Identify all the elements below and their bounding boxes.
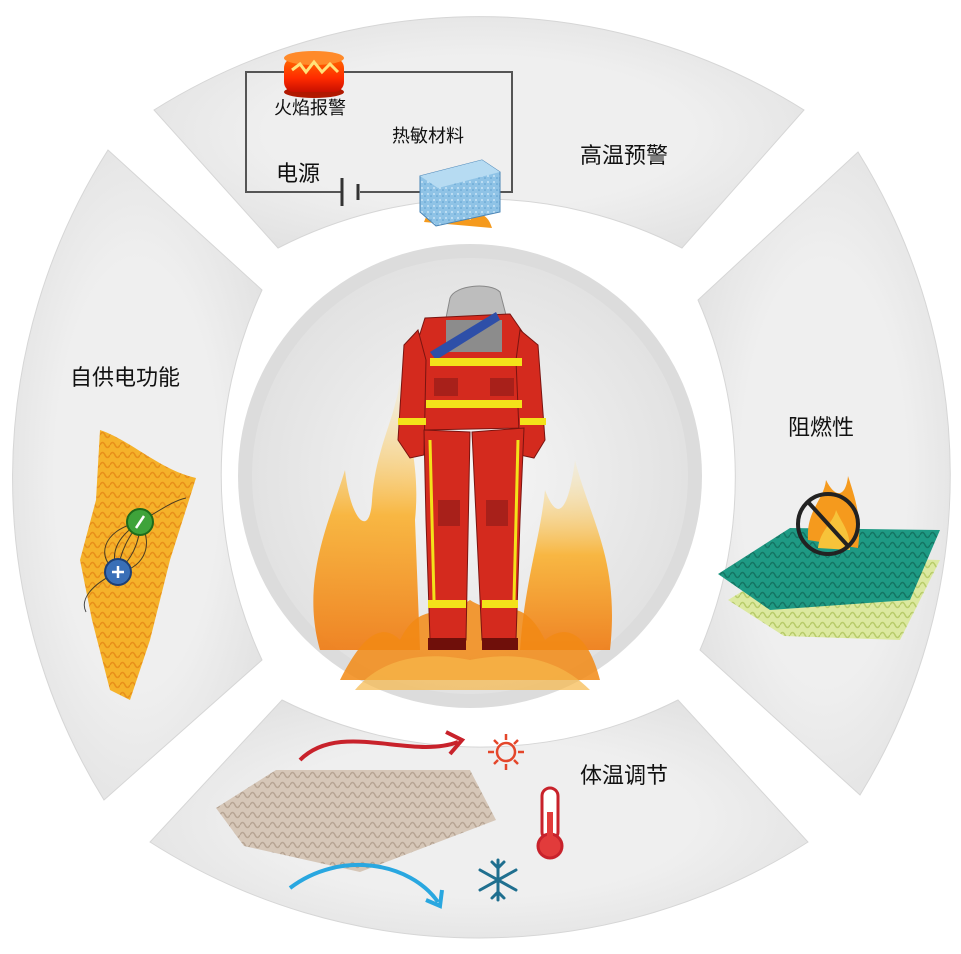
thermosensitive-material-label: 热敏材料: [392, 126, 464, 147]
flame-retardancy-title: 阻燃性: [788, 416, 855, 441]
flame-retardant-textile: [718, 476, 940, 640]
self-powered-title: 自供电功能: [70, 366, 181, 391]
snowflake-icon: [478, 858, 518, 902]
panel-right: [697, 151, 951, 796]
warm-arrow: [298, 730, 466, 762]
no-fire-icon: [796, 492, 860, 556]
battery-icon: [340, 178, 360, 206]
power-source-label: 电源: [276, 162, 321, 187]
flame-icon: [313, 380, 612, 690]
flame-alarm-label: 火焰报警: [274, 98, 346, 119]
cool-arrow: [288, 862, 444, 909]
alarm-circuit: [245, 71, 513, 193]
alarm-light-icon: [284, 51, 344, 98]
positive-charge-icon: [104, 558, 132, 586]
thermoregulation-textile: [216, 770, 496, 872]
negative-charge-icon: [126, 508, 154, 536]
high-temp-warning-title: 高温预警: [580, 144, 669, 169]
thermosensitive-block-icon: [419, 159, 501, 228]
thermoregulation-title: 体温调节: [580, 764, 669, 789]
sun-icon: [488, 734, 524, 770]
thermometer-icon: [536, 786, 564, 860]
firefighter-suit-icon: [397, 285, 546, 650]
